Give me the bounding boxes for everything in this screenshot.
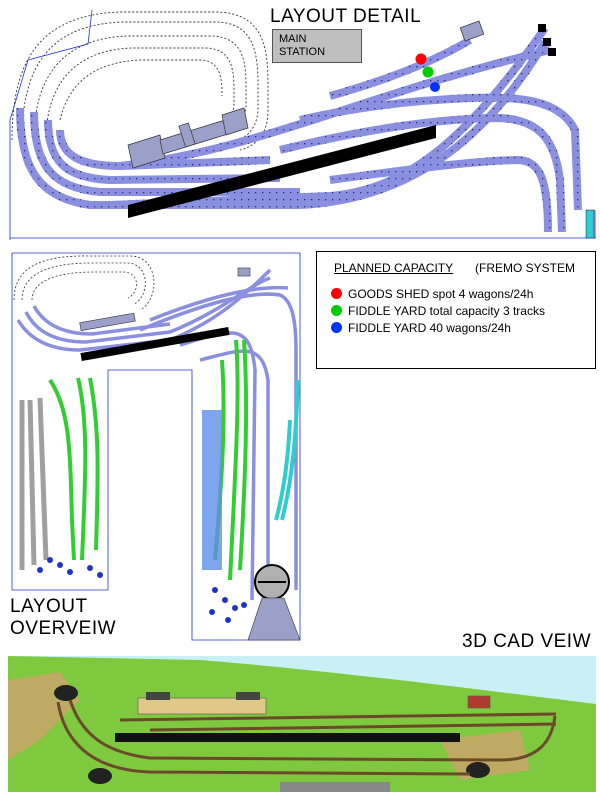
legend-item-text: FIDDLE YARD total capacity 3 tracks bbox=[348, 304, 545, 318]
legend-item-fiddle-wagons: FIDDLE YARD 40 wagons/24h bbox=[331, 320, 511, 336]
overview-line2: OVERVEIW bbox=[10, 618, 117, 639]
legend-title: PLANNED CAPACITY bbox=[334, 261, 454, 275]
layout-overview-title: LAYOUT OVERVEIW bbox=[10, 596, 116, 640]
capacity-legend: PLANNED CAPACITY (FREMO SYSTEM GOODS SHE… bbox=[316, 251, 596, 369]
blue-dot-icon bbox=[331, 322, 342, 333]
station-line1: MAIN bbox=[279, 33, 307, 45]
overview-line1: LAYOUT bbox=[10, 596, 88, 617]
cad-3d-view bbox=[8, 656, 596, 792]
layout-detail-diagram bbox=[9, 9, 596, 240]
legend-item-text: FIDDLE YARD 40 wagons/24h bbox=[348, 321, 511, 335]
legend-item-goods-shed: GOODS SHED spot 4 wagons/24h bbox=[331, 286, 533, 302]
cad-view-title: 3D CAD VEIW bbox=[462, 631, 592, 652]
legend-subtitle: (FREMO SYSTEM bbox=[475, 261, 576, 275]
red-dot-icon bbox=[331, 288, 342, 299]
legend-item-text: GOODS SHED spot 4 wagons/24h bbox=[348, 287, 534, 301]
legend-item-fiddle-capacity: FIDDLE YARD total capacity 3 tracks bbox=[331, 303, 545, 319]
layout-overview-diagram bbox=[11, 252, 301, 641]
green-dot-icon bbox=[331, 305, 342, 316]
station-line2: STATION bbox=[279, 46, 326, 58]
main-station-label: MAIN STATION bbox=[272, 29, 362, 63]
layout-detail-title: LAYOUT DETAIL bbox=[270, 6, 422, 27]
